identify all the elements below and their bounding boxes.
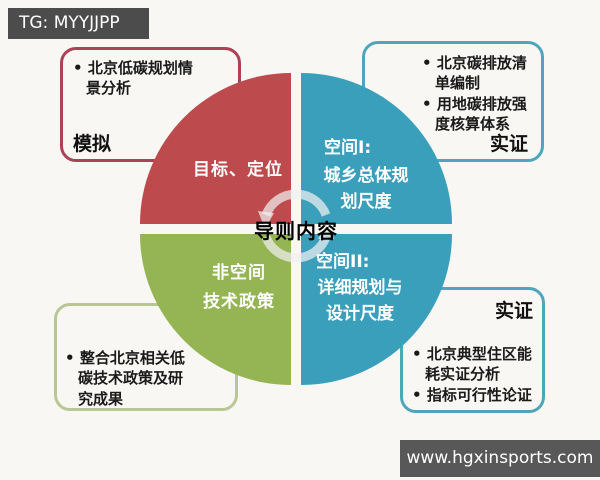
callout-bullet-list: 北京碳排放清单编制 用地碳排放强度核算体系	[365, 44, 541, 135]
bullet-item: 北京典型住区能耗实证分析	[412, 344, 537, 385]
cycle-arrows-icon	[258, 189, 334, 263]
center-title: 导则内容	[254, 219, 338, 243]
telegram-watermark: TG: MYYJJPP	[8, 8, 149, 39]
bullet-item: 北京碳排放清单编制	[422, 53, 539, 94]
bullet-item: 北京低碳规划情景分析	[73, 58, 198, 99]
simulation-tag: 模拟	[73, 133, 112, 155]
callout-bullet-list: 北京低碳规划情景分析	[63, 50, 238, 99]
quadrant-label-goal: 目标、定位	[193, 160, 283, 180]
callout-simulation: 北京低碳规划情景分析 模拟	[60, 47, 241, 162]
bullet-item: 用地碳排放强度核算体系	[422, 94, 539, 135]
callout-bullet-list: 整合北京相关低碳技术政策及研究成果	[57, 306, 235, 409]
bullet-item: 指标可行性论证	[412, 385, 537, 405]
quadrant-label-space-1: 空间I: 城乡总体规 划尺度	[323, 138, 409, 212]
evidence-tag: 实证	[489, 133, 528, 155]
quadrant-label-space-2: 空间II: 详细规划与 设计尺度	[316, 252, 403, 324]
callout-evidence-upper: 北京碳排放清单编制 用地碳排放强度核算体系 实证	[362, 41, 544, 162]
evidence-tag: 实证	[494, 300, 533, 322]
callout-evidence-lower: 实证 北京典型住区能耗实证分析 指标可行性论证	[400, 287, 545, 413]
callout-bullet-list: 北京典型住区能耗实证分析 指标可行性论证	[403, 290, 542, 405]
website-watermark: www.hgxinsports.com	[400, 440, 600, 477]
quadrant-circle: 目标、定位 空间I: 城乡总体规 划尺度 非空间 技术政策 空间II: 详细规划…	[140, 73, 452, 385]
quadrant-label-non-space: 非空间 技术政策	[203, 263, 275, 312]
bullet-item: 整合北京相关低碳技术政策及研究成果	[65, 348, 190, 409]
